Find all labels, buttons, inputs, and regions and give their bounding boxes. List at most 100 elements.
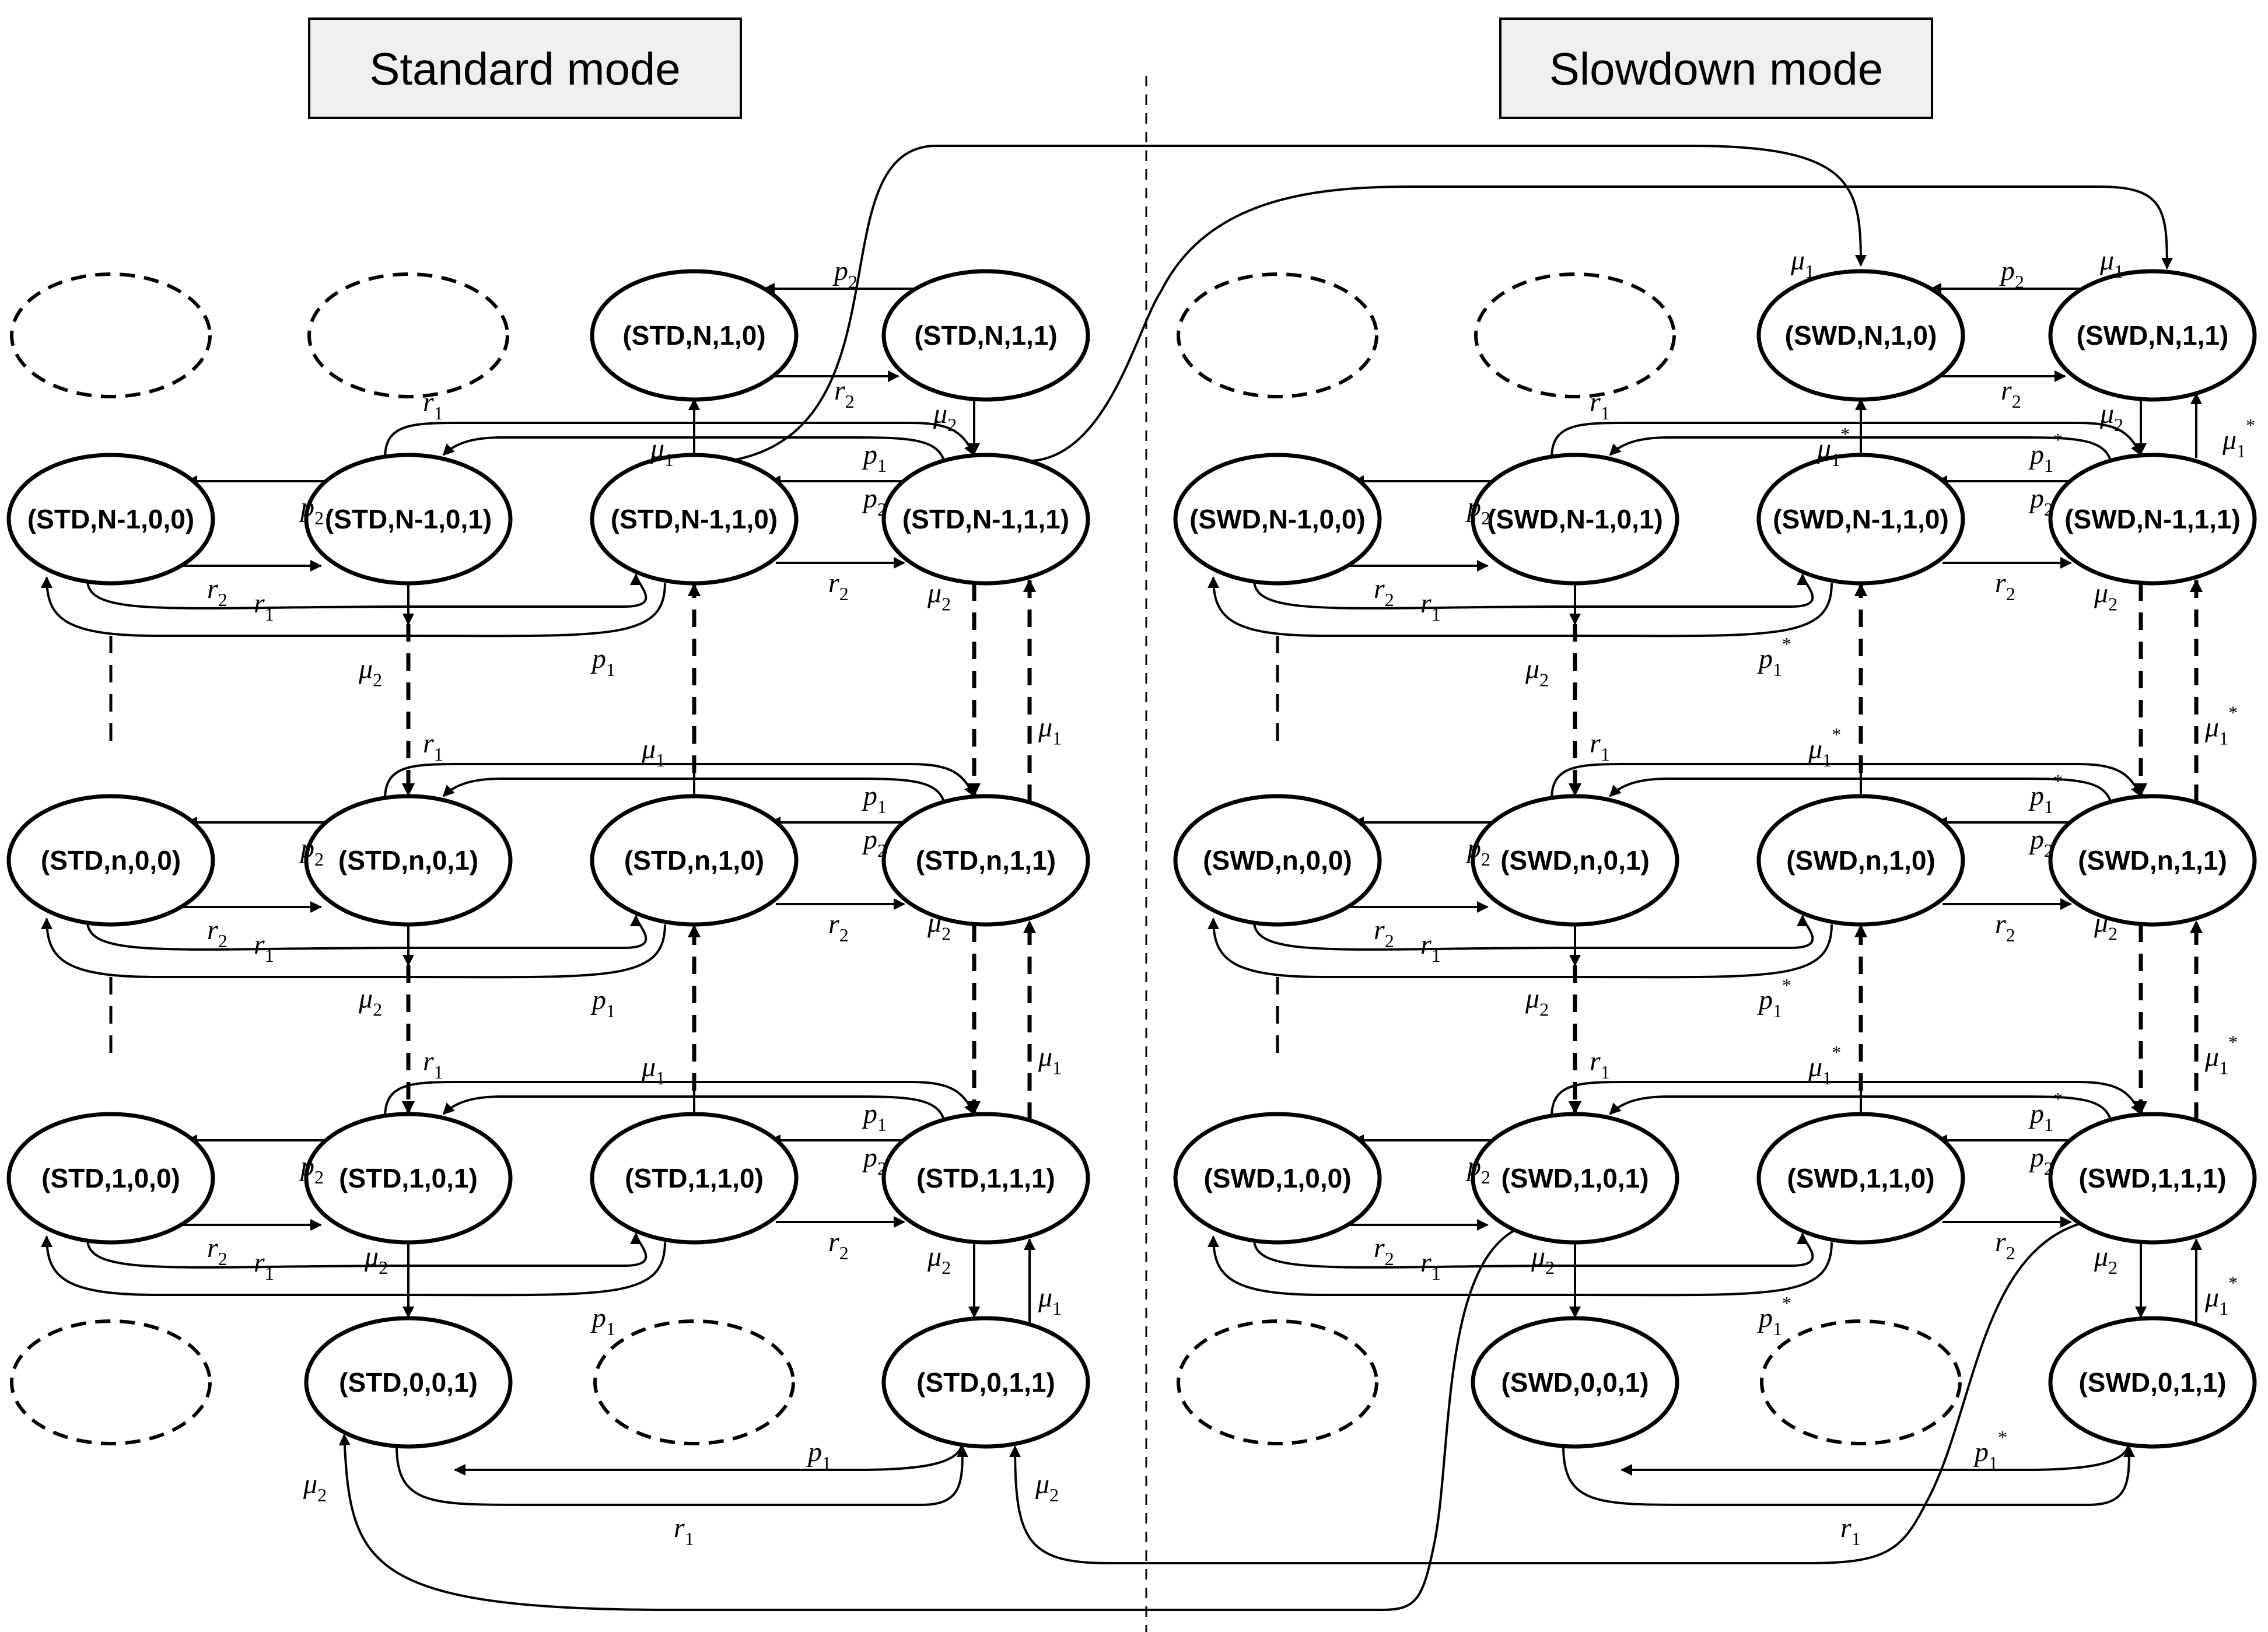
swd-state-label: (SWD,0,0,1) xyxy=(1501,1367,1648,1398)
std-state-ellipse xyxy=(590,794,799,927)
state-nodes: (STD,N,1,0) (STD,N,1,1) (STD,N-1,0,0) (STD,… xyxy=(6,269,2257,1449)
rate-symbol: r xyxy=(1995,1227,2006,1258)
transition-arrow xyxy=(396,1445,968,1506)
rate-subscript: 1 xyxy=(2219,1298,2228,1319)
rate-subscript: 1 xyxy=(1432,945,1441,966)
rate-label-r2: r2 xyxy=(1374,915,1394,951)
rate-symbol: p xyxy=(862,483,877,514)
rate-star: * xyxy=(1998,1427,2007,1448)
swd-state-node: (SWD,N-1,1,0) xyxy=(1756,453,1965,586)
rate-symbol: μ xyxy=(641,734,656,765)
std-state-label: (STD,N-1,0,0) xyxy=(27,504,194,534)
swd-placeholder-state xyxy=(1177,272,1378,398)
rate-subscript: 1 xyxy=(1601,1062,1610,1083)
rate-subscript: 2 xyxy=(1539,999,1549,1020)
transition-arrow xyxy=(454,1440,964,1476)
rate-subscript: 1 xyxy=(664,449,674,470)
std-placeholder-state xyxy=(593,1319,795,1445)
swd-state-node: (SWD,1,1,1) xyxy=(2048,1112,2257,1245)
transition-arrow xyxy=(442,1095,946,1123)
rate-label-r1: r1 xyxy=(1420,1247,1441,1284)
transition-arrow xyxy=(41,1235,666,1297)
rate-subscript: 1 xyxy=(1773,659,1782,680)
std-state-label: (STD,n,1,1) xyxy=(916,845,1056,875)
rate-star: * xyxy=(1782,1293,1791,1314)
rate-label-r1: r1 xyxy=(674,1512,694,1549)
swd-state-ellipse xyxy=(1173,794,1382,927)
rate-symbol: p xyxy=(1973,1437,1989,1468)
rate-label-p1: p1 xyxy=(862,439,887,476)
rate-label-r1: r1 xyxy=(1420,929,1441,966)
standard-mode-header: Standard mode xyxy=(308,17,742,119)
rate-subscript: 2 xyxy=(373,999,382,1020)
rate-symbol: μ xyxy=(1817,433,1831,464)
rate-subscript: 1 xyxy=(1601,744,1610,765)
std-state-node: (STD,N,1,1) xyxy=(881,269,1090,402)
swd-state-ellipse xyxy=(1471,1112,1679,1245)
rate-symbol: p xyxy=(1465,492,1481,523)
std-state-label: (STD,N-1,1,0) xyxy=(611,504,778,534)
swd-state-ellipse xyxy=(1756,269,1965,402)
std-state-ellipse xyxy=(881,269,1090,402)
rate-subscript: 2 xyxy=(317,1484,327,1505)
transition-arrow xyxy=(384,1081,975,1118)
transition-arrow xyxy=(1609,436,2113,464)
std-state-node: (STD,N,1,0) xyxy=(590,269,799,402)
rate-symbol: p xyxy=(862,824,877,855)
rate-subscript: 1 xyxy=(606,1000,615,1021)
swd-state-node: (SWD,N-1,0,0) xyxy=(1173,453,1382,586)
rate-label-p2: p2 xyxy=(2028,1142,2053,1179)
rate-symbol: μ xyxy=(2204,1282,2219,1313)
swd-state-ellipse xyxy=(1471,1316,1679,1449)
rate-star: * xyxy=(2228,702,2238,723)
rate-subscript: 2 xyxy=(2015,271,2024,292)
rate-label-p2: p2 xyxy=(862,483,887,520)
slowdown-mode-header: Slowdown mode xyxy=(1499,17,1933,119)
rate-subscript: 2 xyxy=(373,670,382,691)
rate-symbol: p xyxy=(862,780,877,811)
rate-symbol: r xyxy=(1840,1512,1852,1543)
transition-arrow xyxy=(1208,917,1833,979)
swd-state-ellipse xyxy=(2048,1316,2257,1449)
std-state-node: (STD,n,1,0) xyxy=(590,794,799,927)
transition-arrow xyxy=(442,778,946,806)
rate-star: * xyxy=(2246,415,2255,436)
swd-state-ellipse xyxy=(2048,794,2257,927)
rate-label-r2: r2 xyxy=(1995,909,2015,945)
std-state-ellipse xyxy=(304,1316,513,1449)
transition-arrow xyxy=(1253,1232,1814,1269)
rate-symbol: μ xyxy=(2099,398,2114,429)
transition-arrow xyxy=(1609,778,2113,806)
swd-state-node: (SWD,N-1,0,1) xyxy=(1471,453,1679,586)
rate-subscript: 2 xyxy=(1481,1167,1490,1188)
swd-state-label: (SWD,1,1,1) xyxy=(2078,1163,2226,1193)
rate-subscript: 1 xyxy=(1052,1057,1062,1078)
rate-subscript: 2 xyxy=(2044,1158,2053,1179)
rate-label-p2: p2 xyxy=(1465,833,1490,870)
rate-label-mu1: μ1 xyxy=(1038,1042,1062,1078)
std-state-node: (STD,n,0,1) xyxy=(304,794,513,927)
rate-subscript: 2 xyxy=(1049,1484,1059,1505)
rate-subscript: 1 xyxy=(1601,402,1610,423)
rate-symbol: r xyxy=(1420,929,1432,960)
rate-label-mu2: μ2 xyxy=(358,654,382,691)
rate-symbol: μ xyxy=(1525,654,1539,685)
std-state-ellipse xyxy=(590,1112,799,1245)
rate-symbol: p xyxy=(299,492,314,523)
rate-star: * xyxy=(1832,724,1841,745)
std-state-ellipse xyxy=(881,1112,1090,1245)
rate-symbol: p xyxy=(1757,1302,1773,1333)
rate-subscript: 1 xyxy=(434,402,443,423)
rate-subscript: 1 xyxy=(877,455,887,476)
rate-label-r1: r1 xyxy=(1590,1046,1610,1083)
rate-label-mu1: μ1* xyxy=(1808,1042,1841,1088)
rate-subscript: 1 xyxy=(822,1452,831,1473)
swd-state-label: (SWD,N-1,1,1) xyxy=(2064,504,2241,534)
rate-subscript: 2 xyxy=(839,924,849,945)
rate-symbol: μ xyxy=(641,1052,656,1083)
rate-symbol: r xyxy=(1995,909,2006,940)
rate-label-mu2: μ2 xyxy=(2099,398,2123,435)
rate-label-r1: r1 xyxy=(423,1046,443,1083)
rate-symbol: μ xyxy=(1790,245,1805,276)
rate-label-mu2: μ2 xyxy=(2094,908,2118,944)
